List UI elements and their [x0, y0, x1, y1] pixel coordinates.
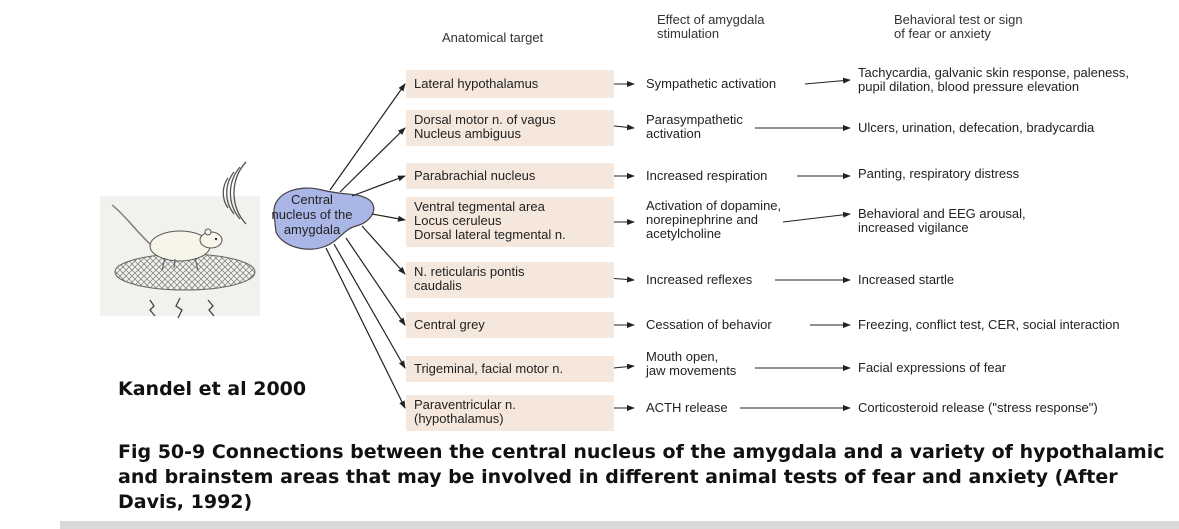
- target-label: Paraventricular n. (hypothalamus): [414, 397, 516, 426]
- behavior-label: Facial expressions of fear: [858, 361, 1006, 375]
- target-box: Trigeminal, facial motor n.: [406, 356, 614, 382]
- target-box: N. reticularis pontis caudalis: [406, 262, 614, 298]
- behavior-label: Behavioral and EEG arousal, increased vi…: [858, 207, 1026, 235]
- target-box: Dorsal motor n. of vagus Nucleus ambiguu…: [406, 110, 614, 146]
- behavior-label: Corticosteroid release ("stress response…: [858, 401, 1098, 415]
- target-box: Paraventricular n. (hypothalamus): [406, 395, 614, 431]
- target-label: N. reticularis pontis caudalis: [414, 264, 525, 293]
- target-box: Parabrachial nucleus: [406, 163, 614, 189]
- behavior-label: Increased startle: [858, 273, 954, 287]
- effect-label: Sympathetic activation: [646, 77, 776, 91]
- target-label: Dorsal motor n. of vagus Nucleus ambiguu…: [414, 112, 556, 141]
- figure-caption: Fig 50-9 Connections between the central…: [118, 440, 1168, 515]
- bottom-scrollbar-strip: [60, 521, 1179, 529]
- target-box: Central grey: [406, 312, 614, 338]
- effect-label: Increased reflexes: [646, 273, 752, 287]
- target-label: Lateral hypothalamus: [414, 76, 538, 91]
- target-label: Parabrachial nucleus: [414, 168, 535, 183]
- central-nucleus-label: Central nucleus of the amygdala: [270, 192, 354, 237]
- target-box: Lateral hypothalamus: [406, 70, 614, 98]
- effect-label: Cessation of behavior: [646, 318, 772, 332]
- target-label: Central grey: [414, 317, 485, 332]
- target-box: Ventral tegmental area Locus ceruleus Do…: [406, 197, 614, 247]
- source-credit: Kandel et al 2000: [118, 378, 306, 400]
- effect-behavior-arrows: [740, 80, 850, 408]
- nucleus-connectors: [326, 84, 405, 408]
- effect-label: Parasympathetic activation: [646, 113, 743, 141]
- effect-label: Mouth open, jaw movements: [646, 350, 736, 378]
- behavior-label: Panting, respiratory distress: [858, 167, 1019, 181]
- effect-label: Activation of dopamine, norepinephrine a…: [646, 199, 781, 241]
- effect-label: Increased respiration: [646, 169, 767, 183]
- behavior-label: Ulcers, urination, defecation, bradycard…: [858, 121, 1094, 135]
- behavior-label: Freezing, conflict test, CER, social int…: [858, 318, 1120, 332]
- effect-label: ACTH release: [646, 401, 728, 415]
- target-label: Ventral tegmental area Locus ceruleus Do…: [414, 199, 566, 242]
- target-label: Trigeminal, facial motor n.: [414, 361, 563, 376]
- behavior-label: Tachycardia, galvanic skin response, pal…: [858, 66, 1129, 94]
